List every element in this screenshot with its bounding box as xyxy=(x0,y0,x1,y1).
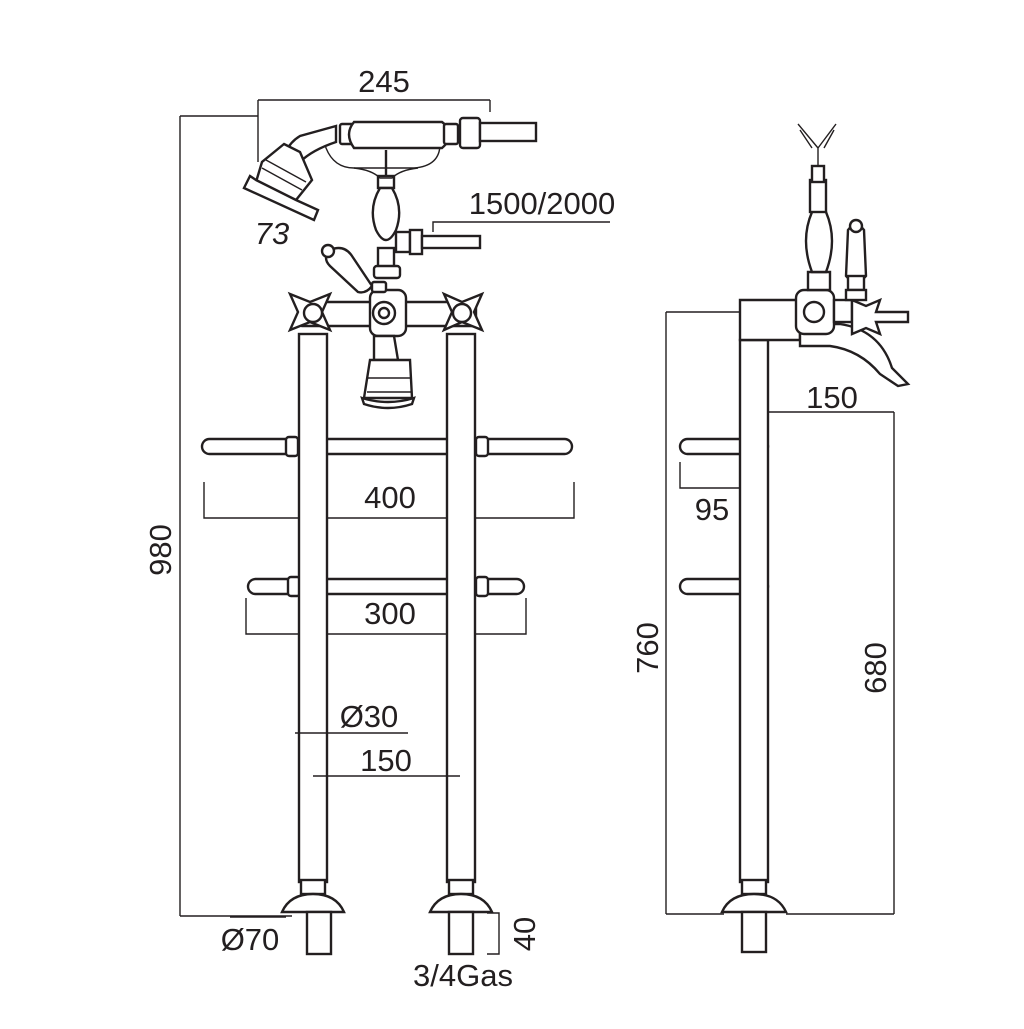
lower-towel-rail xyxy=(246,575,526,598)
label-spout-height: 760 xyxy=(630,622,665,674)
front-view: 245 73 1500/2000 980 400 300 Ø30 150 Ø70… xyxy=(143,64,615,993)
shower-handset xyxy=(242,116,538,222)
mixer-body xyxy=(287,288,485,410)
side-spout xyxy=(738,288,911,388)
label-overall-width: 245 xyxy=(358,64,410,99)
spout-height-dimension xyxy=(665,311,744,915)
label-shower-head: 73 xyxy=(255,216,289,251)
diverter-lever xyxy=(320,243,388,294)
label-overall-height: 980 xyxy=(143,524,178,576)
label-tail-length: 40 xyxy=(507,917,542,951)
width-dimension-245 xyxy=(257,99,491,162)
hose-leader xyxy=(432,221,610,232)
label-hose-length: 1500/2000 xyxy=(469,186,616,221)
rail-height-dimension xyxy=(786,412,895,915)
side-view: 150 95 760 680 xyxy=(630,123,911,954)
lower-rail-dimension xyxy=(245,598,527,635)
right-standpipe xyxy=(428,332,494,956)
label-rail-projection: 95 xyxy=(695,492,729,527)
side-standpipe xyxy=(720,338,788,954)
label-connection: 3/4Gas xyxy=(413,958,513,993)
label-pipe-diameter: Ø30 xyxy=(340,699,399,734)
shower-riser xyxy=(371,150,482,280)
label-rail-height: 680 xyxy=(858,642,893,694)
label-spout-reach: 150 xyxy=(806,380,858,415)
left-standpipe xyxy=(280,332,346,956)
side-lever xyxy=(844,218,868,302)
upper-towel-rail xyxy=(200,435,574,458)
upper-rail-dimension xyxy=(203,482,575,519)
label-lower-rail-width: 300 xyxy=(364,596,416,631)
label-centres: 150 xyxy=(360,743,412,778)
label-upper-rail-width: 400 xyxy=(364,480,416,515)
label-flange-diameter: Ø70 xyxy=(221,922,280,957)
pipe-dimension-leaders xyxy=(295,732,460,777)
height-dimension-front xyxy=(179,115,292,917)
tail-length-dimension xyxy=(487,912,500,955)
side-riser xyxy=(797,123,837,292)
